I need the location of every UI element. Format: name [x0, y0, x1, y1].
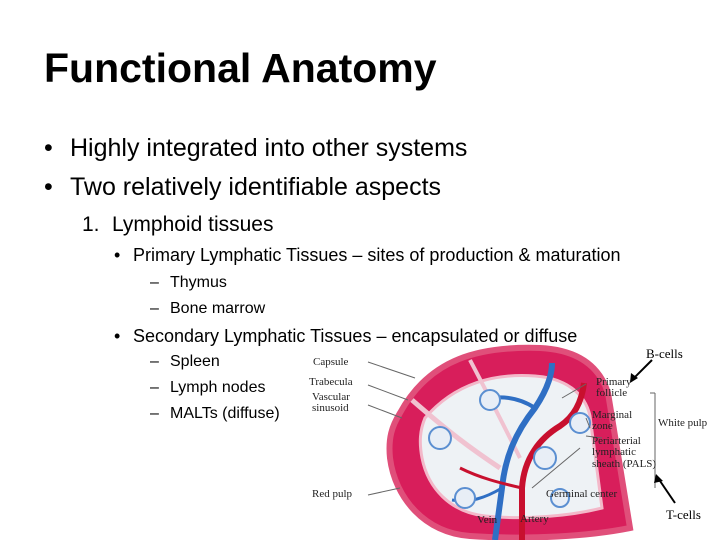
bullet-marker: • [44, 134, 53, 162]
item-malts: MALTs (diffuse) [170, 405, 280, 422]
b-cells-arrow [632, 359, 653, 380]
follicle [550, 488, 570, 508]
label-t-cells: T-cells [666, 507, 701, 522]
bullet-marker: • [44, 173, 53, 201]
label-sinusoid: sinusoid [312, 402, 349, 414]
artery-vessel [519, 382, 587, 540]
slide-title: Functional Anatomy [44, 45, 437, 91]
label-primary: Primary [596, 376, 632, 388]
dash-marker: – [150, 405, 159, 422]
label-germinal-center: Germinal center [546, 488, 617, 500]
label-periarterial: Periarterial [592, 435, 641, 447]
follicle [428, 426, 452, 450]
label-b-cells: B-cells [646, 346, 683, 361]
follicle [569, 412, 591, 434]
dash-marker: – [150, 353, 159, 370]
item-bone-marrow: Bone marrow [170, 300, 266, 317]
follicle [454, 487, 476, 509]
follicle [479, 389, 501, 411]
label-lymphatic: lymphatic [592, 446, 636, 458]
bullet-marker: • [114, 245, 121, 265]
dash-marker: – [150, 379, 159, 396]
trabecula-mark [468, 359, 522, 459]
label-pals: sheath (PALS) [592, 458, 656, 470]
numbered-marker: 1. [82, 213, 100, 236]
t-cells-arrow [657, 477, 676, 504]
label-white-pulp: White pulp [658, 417, 708, 429]
label-vein: Vein [477, 514, 498, 526]
b-cells-arrowhead [630, 373, 638, 383]
label-leaders [367, 361, 656, 496]
trabecula-mark [410, 398, 502, 471]
label-trabecula: Trabecula [309, 376, 353, 388]
bullet-aspects: Two relatively identifiable aspects [70, 173, 442, 201]
artery-vessel [459, 466, 523, 490]
item-spleen: Spleen [170, 353, 220, 370]
t-cells-arrowhead [654, 474, 663, 483]
label-marginal: Marginal [592, 409, 632, 421]
label-follicle: follicle [596, 387, 627, 399]
bullet-marker: • [114, 326, 121, 346]
numbered-lymphoid-tissues: Lymphoid tissues [112, 213, 274, 236]
item-thymus: Thymus [170, 274, 227, 291]
spleen-diagram: Capsule Trabecula Vascular sinusoid Red … [309, 344, 708, 540]
dash-marker: – [150, 274, 159, 291]
item-lymph-nodes: Lymph nodes [170, 379, 266, 396]
label-artery: Artery [520, 513, 549, 525]
vein-vessel [492, 362, 555, 540]
primary-tissues-text: Primary Lymphatic Tissues – sites of pro… [133, 245, 621, 265]
label-red-pulp: Red pulp [312, 488, 353, 500]
bullet-integrated: Highly integrated into other systems [70, 134, 468, 162]
dash-marker: – [150, 300, 159, 317]
secondary-tissues-text: Secondary Lymphatic Tissues – encapsulat… [133, 326, 578, 346]
label-capsule: Capsule [313, 356, 349, 368]
label-vascular: Vascular [312, 391, 350, 403]
label-zone: zone [592, 420, 613, 432]
follicle [533, 446, 557, 470]
